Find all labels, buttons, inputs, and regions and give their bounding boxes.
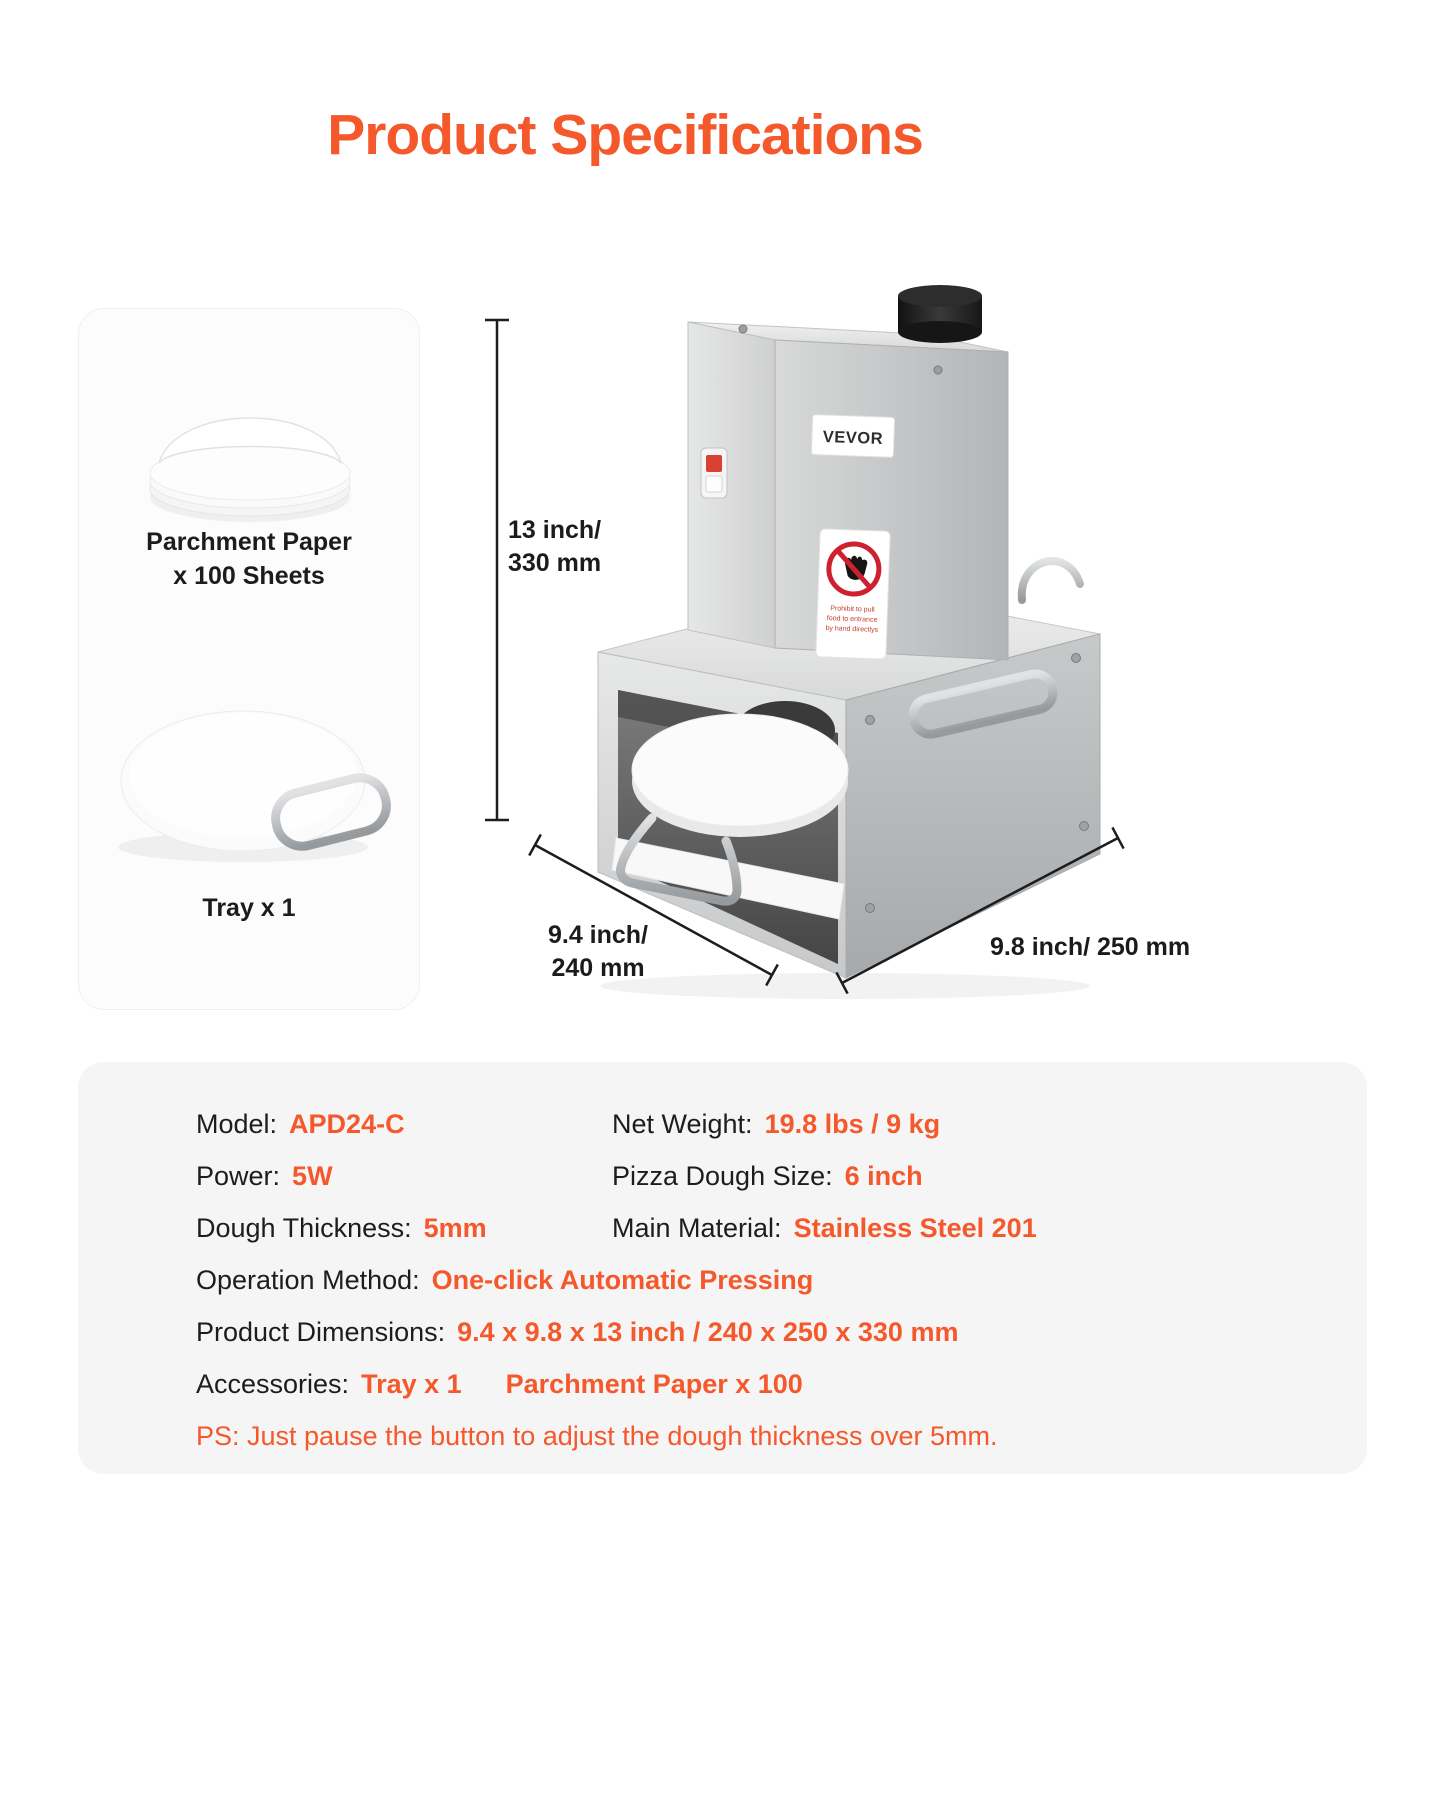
spec-row-thickness-material: Dough Thickness: 5mm Main Material: Stai… bbox=[196, 1202, 1327, 1254]
product-dimensions-label: Product Dimensions: bbox=[196, 1316, 446, 1347]
material-value: Stainless Steel 201 bbox=[793, 1212, 1037, 1243]
accessories-label: Accessories: bbox=[196, 1368, 350, 1399]
parchment-paper-label-line1: Parchment Paper bbox=[146, 528, 352, 556]
spec-material: Main Material: Stainless Steel 201 bbox=[612, 1213, 1037, 1244]
tray-handle-shape bbox=[271, 773, 391, 851]
spec-row-power-size: Power: 5W Pizza Dough Size: 6 inch bbox=[196, 1150, 1327, 1202]
width-dimension-line bbox=[841, 836, 1119, 985]
power-label: Power: bbox=[196, 1160, 281, 1191]
power-switch-icon bbox=[700, 447, 728, 499]
product-dimensions-value: 9.4 x 9.8 x 13 inch / 240 x 250 x 330 mm bbox=[457, 1316, 959, 1347]
depth-dimension-label: 9.4 inch/ 240 mm bbox=[528, 919, 668, 985]
spec-row-ps-note: PS: Just pause the button to adjust the … bbox=[196, 1410, 1327, 1462]
base-screws bbox=[865, 653, 1089, 913]
page-title: Product Specifications bbox=[327, 103, 924, 167]
warning-text-line1: Prohibit to pull bbox=[830, 605, 875, 614]
spec-row-model-weight: Model: APD24-C Net Weight: 19.8 lbs / 9 … bbox=[196, 1098, 1327, 1150]
folded-sheet-shape bbox=[158, 417, 342, 464]
height-dimension-label-line1: 13 inch/ bbox=[508, 516, 602, 544]
thickness-label: Dough Thickness: bbox=[196, 1212, 412, 1243]
warning-sticker: Prohibit to pull food to entrance by han… bbox=[815, 528, 891, 660]
top-screws bbox=[738, 324, 943, 375]
height-dimension-label-line2: 330 mm bbox=[508, 549, 602, 577]
spec-thickness: Dough Thickness: 5mm bbox=[196, 1213, 612, 1244]
dough-disc bbox=[631, 713, 849, 827]
operation-label: Operation Method: bbox=[196, 1264, 420, 1295]
power-value: 5W bbox=[292, 1160, 333, 1191]
model-value: APD24-C bbox=[289, 1108, 405, 1139]
spec-power: Power: 5W bbox=[196, 1161, 612, 1192]
net-weight-label: Net Weight: bbox=[612, 1108, 753, 1139]
tray-sheet bbox=[611, 837, 845, 920]
parchment-paper-image bbox=[149, 417, 351, 522]
dough-size-label: Pizza Dough Size: bbox=[612, 1160, 833, 1191]
accessories-card: Parchment Paper x 100 Sheets Tray x 1 bbox=[78, 308, 420, 1010]
net-weight-value: 19.8 lbs / 9 kg bbox=[764, 1108, 941, 1139]
vevor-logo: VEVOR bbox=[810, 414, 896, 458]
accessories-value-parchment: Parchment Paper x 100 bbox=[505, 1368, 803, 1399]
side-handle bbox=[908, 669, 1058, 739]
thickness-value: 5mm bbox=[423, 1212, 487, 1243]
prohibition-circle-icon bbox=[826, 541, 882, 597]
material-label: Main Material: bbox=[612, 1212, 782, 1243]
depth-dimension-line bbox=[534, 843, 773, 977]
depth-dimension-label-line1: 9.4 inch/ bbox=[547, 921, 649, 949]
accessories-value-tray: Tray x 1 bbox=[361, 1368, 462, 1399]
parchment-paper-label-line2: x 100 Sheets bbox=[173, 562, 325, 590]
operation-value: One-click Automatic Pressing bbox=[431, 1264, 814, 1295]
ps-note: PS: Just pause the button to adjust the … bbox=[196, 1420, 998, 1451]
machine-top-unit: VEVOR Prohibit to pull food to entrance … bbox=[687, 285, 1009, 661]
warning-text-line3: by hand directlys bbox=[825, 625, 878, 634]
height-dimension-label: 13 inch/ 330 mm bbox=[504, 512, 606, 582]
front-handle bbox=[616, 813, 742, 906]
spec-dough-size: Pizza Dough Size: 6 inch bbox=[612, 1161, 923, 1192]
warning-text-line2: food to entrance bbox=[827, 615, 878, 624]
dimension-lines bbox=[485, 318, 1125, 995]
back-handle bbox=[1017, 557, 1084, 604]
depth-dimension-label-line2: 240 mm bbox=[551, 954, 645, 982]
spec-row-operation: Operation Method: One-click Automatic Pr… bbox=[196, 1254, 1327, 1306]
machine-shadow bbox=[600, 973, 1090, 999]
spec-row-dimensions: Product Dimensions: 9.4 x 9.8 x 13 inch … bbox=[196, 1306, 1327, 1358]
spec-row-accessories: Accessories: Tray x 1 Parchment Paper x … bbox=[196, 1358, 1327, 1410]
motor-cylinder bbox=[898, 285, 982, 343]
model-label: Model: bbox=[196, 1108, 278, 1139]
tray-label: Tray x 1 bbox=[202, 894, 296, 922]
vevor-logo-text: VEVOR bbox=[822, 428, 883, 448]
parchment-paper-label: Parchment Paper x 100 Sheets bbox=[79, 525, 419, 593]
spec-net-weight: Net Weight: 19.8 lbs / 9 kg bbox=[612, 1109, 940, 1140]
dough-size-value: 6 inch bbox=[844, 1160, 923, 1191]
product-image-pizza-dough-press: VEVOR Prohibit to pull food to entrance … bbox=[485, 285, 1125, 999]
spec-rows: Model: APD24-C Net Weight: 19.8 lbs / 9 … bbox=[196, 1098, 1327, 1462]
spec-model: Model: APD24-C bbox=[196, 1109, 612, 1140]
specifications-panel: Model: APD24-C Net Weight: 19.8 lbs / 9 … bbox=[78, 1062, 1367, 1474]
width-dimension-label: 9.8 inch/ 250 mm bbox=[990, 933, 1191, 961]
tray-image bbox=[118, 710, 391, 862]
